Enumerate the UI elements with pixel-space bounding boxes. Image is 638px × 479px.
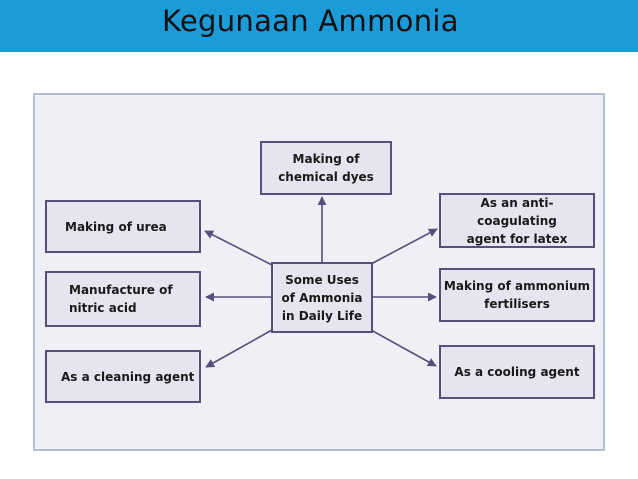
arrow-to-left-bottom [205,329,273,368]
arrow-to-left-top [204,230,273,266]
node-left-middle: Manufacture of nitric acid [45,271,201,327]
node-center: Some Uses of Ammonia in Daily Life [271,262,373,333]
arrow-to-right-top [370,228,438,265]
node-right-top: As an anti- coagulating agent for latex [439,193,595,248]
title-bar: Kegunaan Ammonia [0,0,638,52]
node-top: Making of chemical dyes [260,141,392,195]
node-left-top: Making of urea [45,200,201,253]
node-left-bottom: As a cleaning agent [45,350,201,403]
node-right-bottom: As a cooling agent [439,345,595,399]
node-right-middle: Making of ammonium fertilisers [439,268,595,322]
slide-title: Kegunaan Ammonia [162,4,459,38]
arrow-to-right-bottom [370,329,437,367]
